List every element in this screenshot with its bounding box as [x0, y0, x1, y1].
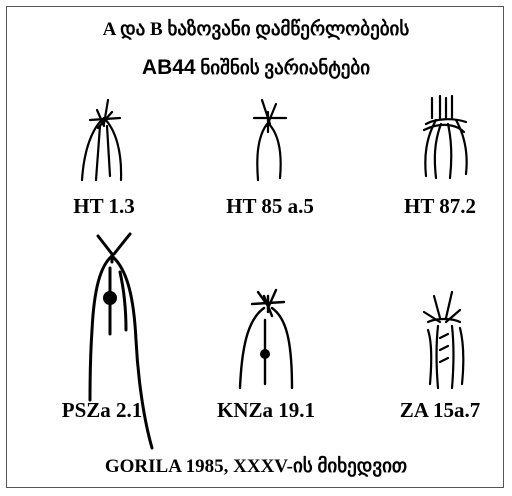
sign-za-15a7 — [424, 292, 463, 388]
sign-label-za-15a7: ZA 15a.7 — [400, 398, 481, 423]
sign-label-ht-85a5: HT 85 a.5 — [226, 194, 314, 219]
sign-knza-19-1 — [240, 290, 292, 388]
sign-label-knza-19-1: KNZa 19.1 — [217, 398, 315, 423]
figure-source: GORILA 1985, XXXV-ის მიხედვით — [0, 455, 512, 478]
sign-ht-87-2 — [424, 96, 467, 178]
sign-label-ht-1-3: HT 1.3 — [73, 194, 134, 219]
sign-ht-1-3 — [82, 100, 121, 180]
sign-label-ht-87-2: HT 87.2 — [404, 194, 476, 219]
sign-ht-85a5 — [254, 100, 286, 180]
sign-label-psza-2-1: PSZa 2.1 — [62, 398, 143, 423]
